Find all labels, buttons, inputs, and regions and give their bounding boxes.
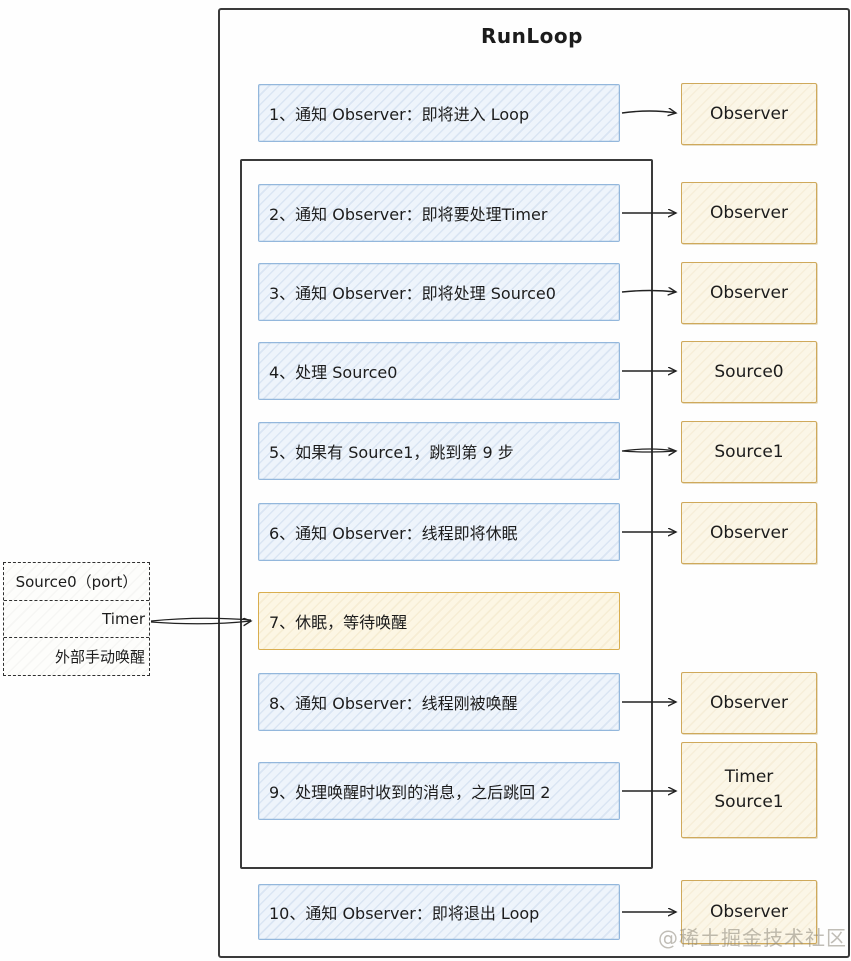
- step-2-label: 2、通知 Observer：即将要处理Timer: [269, 205, 548, 224]
- step-6-box: 6、通知 Observer：线程即将休眠: [258, 503, 620, 561]
- observer-box-10: Observer: [681, 880, 817, 944]
- step-9-label: 9、处理唤醒时收到的消息，之后跳回 2: [269, 783, 551, 802]
- step-10-label: 10、通知 Observer：即将退出 Loop: [269, 904, 540, 923]
- timer-source1-box: Timer Source1: [681, 742, 817, 838]
- wake-source-timer: Timer: [4, 599, 149, 638]
- step-2-box: 2、通知 Observer：即将要处理Timer: [258, 184, 620, 242]
- step-7-box: 7、休眠，等待唤醒: [258, 592, 620, 650]
- runloop-title: RunLoop: [481, 24, 583, 48]
- observer-box-3: Observer: [681, 262, 817, 324]
- step-6-label: 6、通知 Observer：线程即将休眠: [269, 524, 518, 543]
- step-1-label: 1、通知 Observer：即将进入 Loop: [269, 105, 530, 124]
- observer-box-8: Observer: [681, 672, 817, 734]
- step-8-label: 8、通知 Observer：线程刚被唤醒: [269, 694, 518, 713]
- step-5-box: 5、如果有 Source1，跳到第 9 步: [258, 422, 620, 480]
- step-10-box: 10、通知 Observer：即将退出 Loop: [258, 884, 620, 940]
- step-9-box: 9、处理唤醒时收到的消息，之后跳回 2: [258, 762, 620, 820]
- step-8-box: 8、通知 Observer：线程刚被唤醒: [258, 673, 620, 731]
- source1-box: Source1: [681, 421, 817, 483]
- step-4-label: 4、处理 Source0: [269, 363, 398, 382]
- step-5-label: 5、如果有 Source1，跳到第 9 步: [269, 443, 514, 462]
- step-4-box: 4、处理 Source0: [258, 342, 620, 400]
- observer-box-6: Observer: [681, 502, 817, 564]
- wake-source-manual: 外部手动唤醒: [4, 637, 149, 675]
- observer-box-2: Observer: [681, 182, 817, 244]
- step-3-label: 3、通知 Observer：即将处理 Source0: [269, 284, 556, 303]
- step-7-label: 7、休眠，等待唤醒: [269, 613, 408, 632]
- step-1-box: 1、通知 Observer：即将进入 Loop: [258, 84, 620, 142]
- loop-inner-frame: [240, 159, 653, 869]
- step-3-box: 3、通知 Observer：即将处理 Source0: [258, 263, 620, 321]
- observer-box-1: Observer: [681, 83, 817, 145]
- watermark: @稀土掘金技术社区: [658, 926, 847, 950]
- wake-sources-panel: Source0（port） Timer 外部手动唤醒: [3, 562, 150, 676]
- wake-source-source0-port: Source0（port）: [15, 572, 138, 591]
- runloop-outer-frame: [218, 8, 850, 958]
- source0-box: Source0: [681, 341, 817, 403]
